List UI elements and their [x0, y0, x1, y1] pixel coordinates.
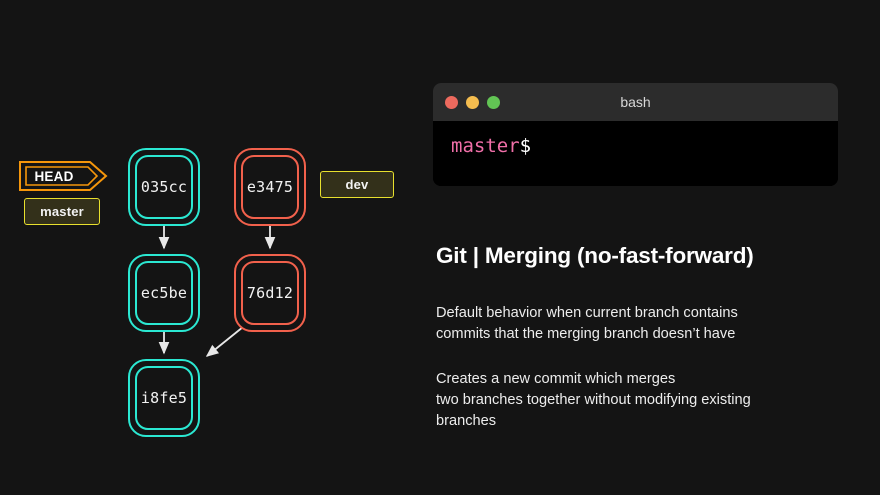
page-title: Git | Merging (no-fast-forward) — [436, 243, 754, 268]
prompt-branch: master — [451, 135, 520, 157]
prompt-symbol: $ — [519, 135, 532, 157]
terminal-title: bash — [620, 94, 651, 110]
commit-sha: e3475 — [246, 178, 294, 196]
edge-76d12-i8fe5 — [205, 326, 244, 357]
commit-sha: i8fe5 — [140, 389, 188, 407]
terminal-titlebar[interactable]: bash — [433, 83, 838, 121]
commit-sha: 035cc — [140, 178, 188, 196]
head-pointer-label: HEAD — [34, 168, 74, 184]
commit-node-inner: 035cc — [135, 155, 193, 219]
head-pointer: HEAD — [18, 160, 108, 192]
terminal-body[interactable]: master$ — [433, 121, 838, 186]
commit-node-i8fe5[interactable]: i8fe5 — [128, 359, 200, 437]
traffic-lights — [445, 95, 500, 109]
commit-node-inner: e3475 — [241, 155, 299, 219]
commit-node-inner: ec5be — [135, 261, 193, 325]
branch-label-master[interactable]: master — [24, 198, 100, 225]
commit-node-ec5be[interactable]: ec5be — [128, 254, 200, 332]
commit-graph: HEAD master dev 035cc e3475 ec5be 76d12 … — [0, 0, 430, 495]
commit-edges — [158, 226, 276, 357]
description-paragraph-1: Default behavior when current branch con… — [436, 305, 738, 342]
commit-sha: 76d12 — [246, 284, 294, 302]
terminal-prompt-line: master$ — [451, 135, 838, 157]
terminal-window[interactable]: bash master$ — [433, 83, 838, 186]
maximize-icon[interactable] — [487, 95, 500, 109]
commit-sha: ec5be — [140, 284, 188, 302]
close-icon[interactable] — [445, 95, 458, 109]
head-chevron-icon — [19, 161, 108, 191]
description-paragraph-2: Creates a new commit which merges two br… — [436, 371, 751, 429]
commit-node-inner: i8fe5 — [135, 366, 193, 430]
commit-node-76d12[interactable]: 76d12 — [234, 254, 306, 332]
minimize-icon[interactable] — [466, 95, 479, 109]
commit-node-e3475[interactable]: e3475 — [234, 148, 306, 226]
right-panel: bash master$ Git | Merging (no-fast-forw… — [430, 0, 880, 495]
commit-node-035cc[interactable]: 035cc — [128, 148, 200, 226]
branch-label-dev[interactable]: dev — [320, 171, 394, 198]
commit-node-inner: 76d12 — [241, 261, 299, 325]
